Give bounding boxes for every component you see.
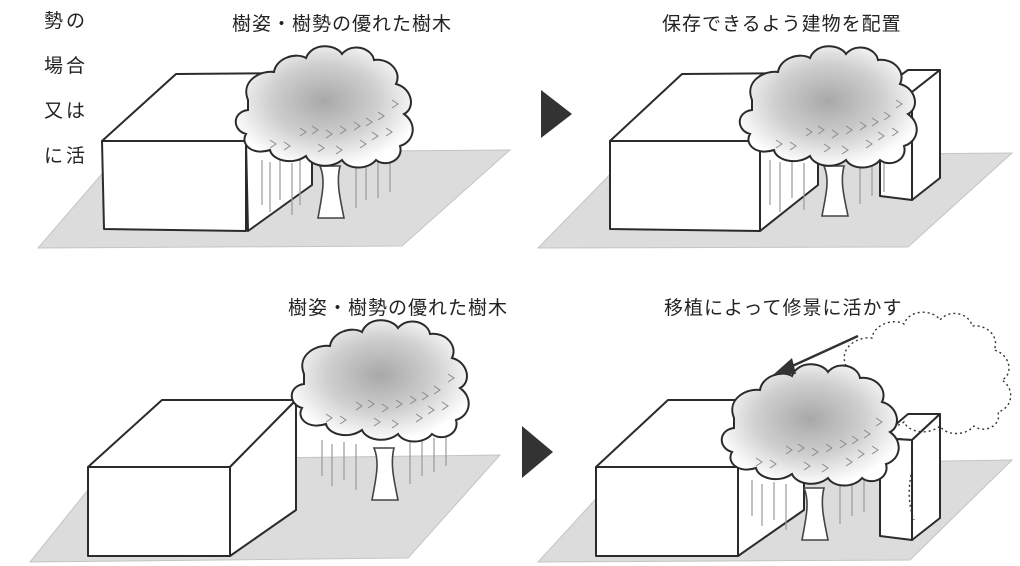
side-text-line-2: 場合 [43,55,88,77]
caption-top-right: 保存できるよう建物を配置 [662,13,902,35]
side-text-line-4: に活 [43,145,88,167]
caption-bottom-right: 移植によって修景に活かす [664,297,903,319]
hanging-roots [751,478,865,530]
building-block [87,399,297,557]
tree-canopy [720,363,900,487]
panel-top-right [536,45,1014,249]
tree-canopy [290,319,470,443]
tree-trunk [801,487,829,541]
arrow-right-icon [541,90,572,138]
tree-trunk [371,447,399,501]
tree-trunk [317,165,345,219]
original-trunk-outline [908,469,915,521]
caption-bottom-left: 樹姿・樹勢の優れた樹木 [288,297,509,319]
caption-top-left: 樹姿・樹勢の優れた樹木 [232,13,453,35]
tree-trunk [821,165,849,217]
tree-canopy [738,45,918,169]
panel-top-left [36,45,512,249]
panel-bottom-left [28,319,502,563]
foliage-marks [269,99,399,155]
foliage-marks [755,417,883,473]
foliage-marks [325,373,455,429]
building-block-rear [879,413,941,541]
side-text-line-3: 又は [43,100,88,122]
hanging-roots [261,158,391,215]
move-arrow-icon [774,334,859,374]
panel-bottom-right [536,311,1014,563]
tree-canopy [234,45,414,169]
side-text-line-1: 勢の [43,10,88,32]
arrow-right-icon [522,426,553,478]
hanging-roots [321,434,447,490]
foliage-marks [775,99,903,155]
